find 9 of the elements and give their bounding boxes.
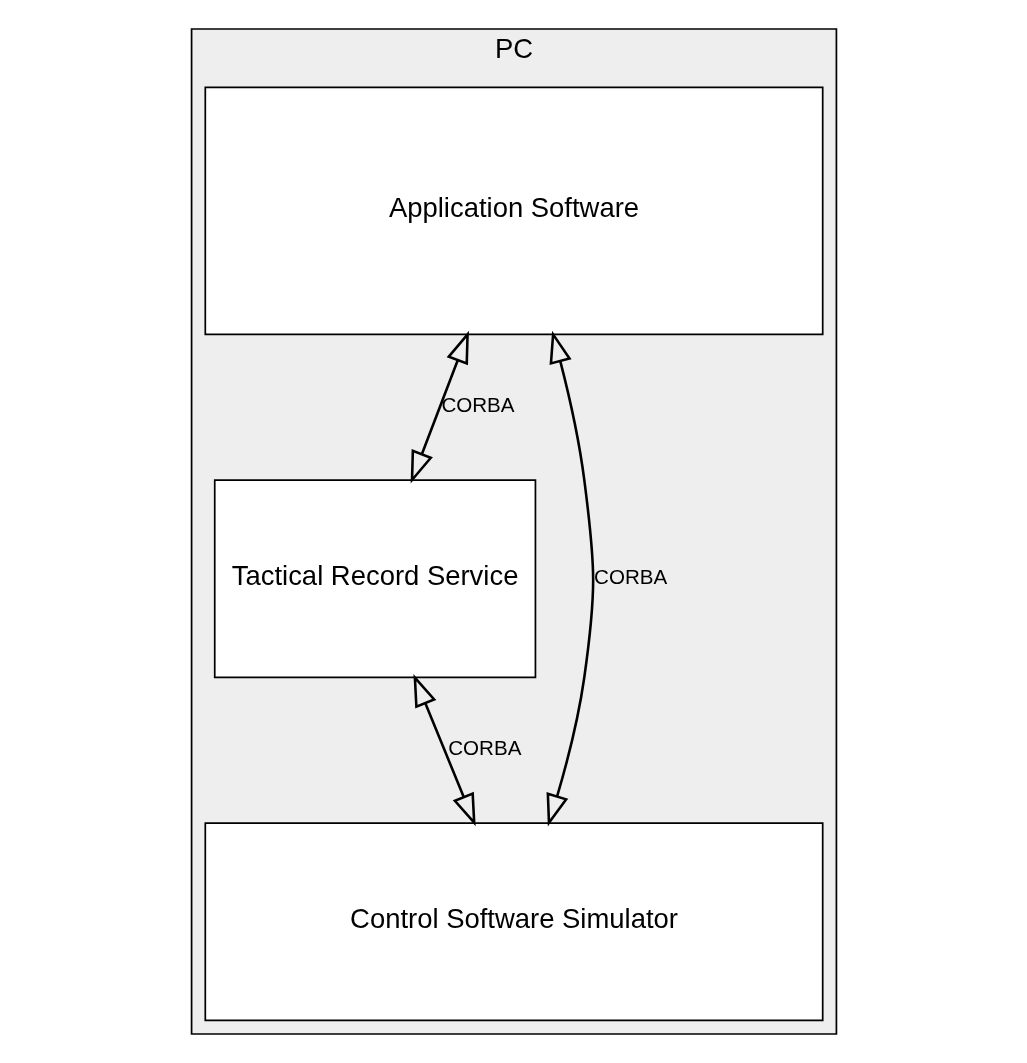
edge-label: CORBA [447,736,521,760]
node-box: Tactical Record Service [213,479,536,679]
node-box: Application Software [203,86,824,336]
node-box: Control Software Simulator [203,822,824,1022]
edge-label: CORBA [440,393,515,417]
arrow [412,674,476,827]
arrow [410,330,469,484]
arrow [546,330,594,827]
edge-label: CORBA [593,564,667,588]
